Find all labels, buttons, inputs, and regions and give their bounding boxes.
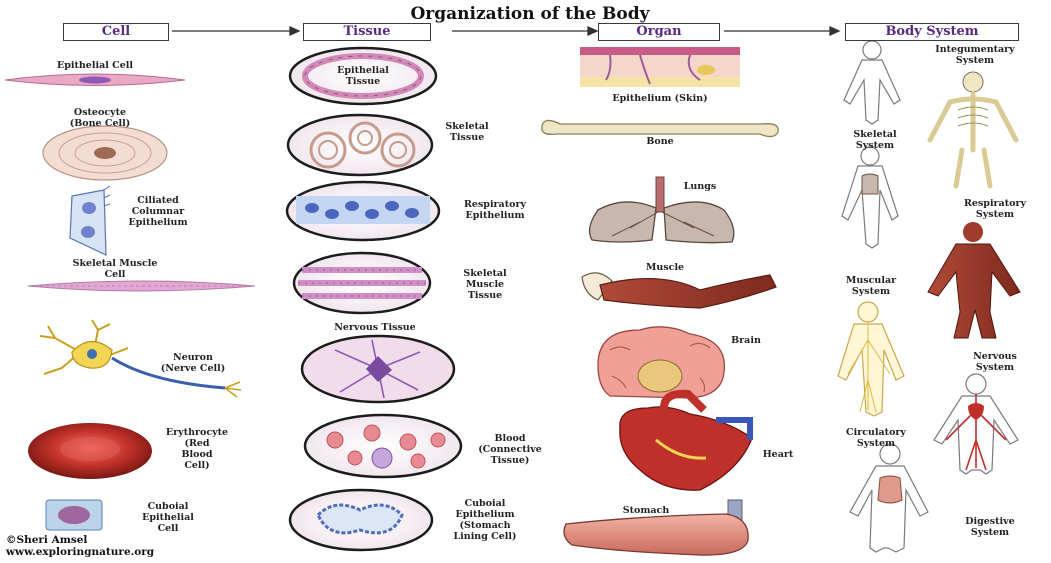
- label-erythrocyte: Erythrocyte (Red Blood Cell): [152, 427, 242, 471]
- digestive-system-image: [850, 444, 928, 552]
- ciliated-epithelium-image: [70, 186, 110, 255]
- cuboial-epithelium-image: [290, 490, 432, 550]
- skeletal-tissue-image: [288, 115, 432, 175]
- nervous-tissue-image: [302, 336, 454, 402]
- label-nervous-tissue: Nervous Tissue: [300, 322, 450, 333]
- label-digestive-system: Digestive System: [945, 516, 1035, 538]
- label-skeletal-muscle-cell: Skeletal Muscle Cell: [40, 258, 190, 280]
- label-cuboial-epithelium: Cuboial Epithelium (Stomach Lining Cell): [430, 498, 540, 542]
- label-epithelial-cell: Epithelial Cell: [40, 60, 150, 71]
- skeletal-system-image: [930, 72, 1016, 186]
- epithelial-cell-image: [5, 74, 185, 86]
- label-stomach: Stomach: [606, 505, 686, 516]
- credit-text: ©Sheri Amsel www.exploringnature.org: [6, 534, 154, 558]
- osteocyte-image: [43, 126, 167, 180]
- blood-tissue-image: [305, 415, 461, 477]
- header-cell: Cell: [63, 23, 169, 41]
- cuboial-cell-image: [46, 500, 102, 530]
- respiratory-system-image: [842, 147, 898, 248]
- label-neuron: Neuron (Nerve Cell): [138, 352, 248, 374]
- bone-image: [542, 120, 778, 136]
- heart-image: [620, 394, 752, 490]
- label-respiratory-system: Respiratory System: [940, 198, 1050, 220]
- label-heart: Heart: [748, 449, 808, 460]
- label-bone: Bone: [620, 136, 700, 147]
- circulatory-system-image: [934, 374, 1018, 474]
- brain-image: [598, 327, 724, 398]
- label-brain: Brain: [716, 335, 776, 346]
- label-skeletal-muscle-tissue: Skeletal Muscle Tissue: [440, 268, 530, 301]
- skeletal-muscle-tissue-image: [294, 253, 430, 313]
- skin-image: [580, 47, 740, 87]
- muscular-system-image: [928, 222, 1020, 338]
- label-skeletal-system: Skeletal System: [830, 129, 920, 151]
- label-integumentary-system: Integumentary System: [910, 44, 1040, 66]
- label-circulatory-system: Circulatory System: [826, 427, 926, 449]
- label-blood-tissue: Blood (Connective Tissue): [455, 433, 565, 466]
- integumentary-system-image: [844, 41, 900, 124]
- nervous-system-image: [838, 302, 904, 416]
- label-skin: Epithelium (Skin): [590, 93, 730, 104]
- label-skeletal-tissue: Skeletal Tissue: [422, 121, 512, 143]
- label-osteocyte: Osteocyte (Bone Cell): [50, 107, 150, 129]
- label-lungs: Lungs: [670, 181, 730, 192]
- header-tissue: Tissue: [303, 23, 431, 41]
- header-body-system: Body System: [845, 23, 1019, 41]
- label-respiratory-epithelium: Respiratory Epithelium: [440, 199, 550, 221]
- skeletal-muscle-cell-image: [28, 281, 255, 291]
- label-muscle: Muscle: [625, 262, 705, 273]
- erythrocyte-image: [28, 423, 152, 479]
- respiratory-epithelium-image: [287, 182, 439, 240]
- header-organ: Organ: [598, 23, 720, 41]
- label-ciliated-epithelium: Ciliated Columnar Epithelium: [108, 195, 208, 228]
- label-nervous-system: Nervous System: [950, 351, 1040, 373]
- flow-arrows: [172, 27, 839, 35]
- label-epithelial-tissue: Epithelial Tissue: [313, 65, 413, 87]
- label-cuboial-cell: Cuboial Epithelial Cell: [118, 501, 218, 534]
- label-muscular-system: Muscular System: [826, 275, 916, 297]
- muscle-image: [582, 273, 776, 308]
- page-title: Organization of the Body: [300, 4, 760, 24]
